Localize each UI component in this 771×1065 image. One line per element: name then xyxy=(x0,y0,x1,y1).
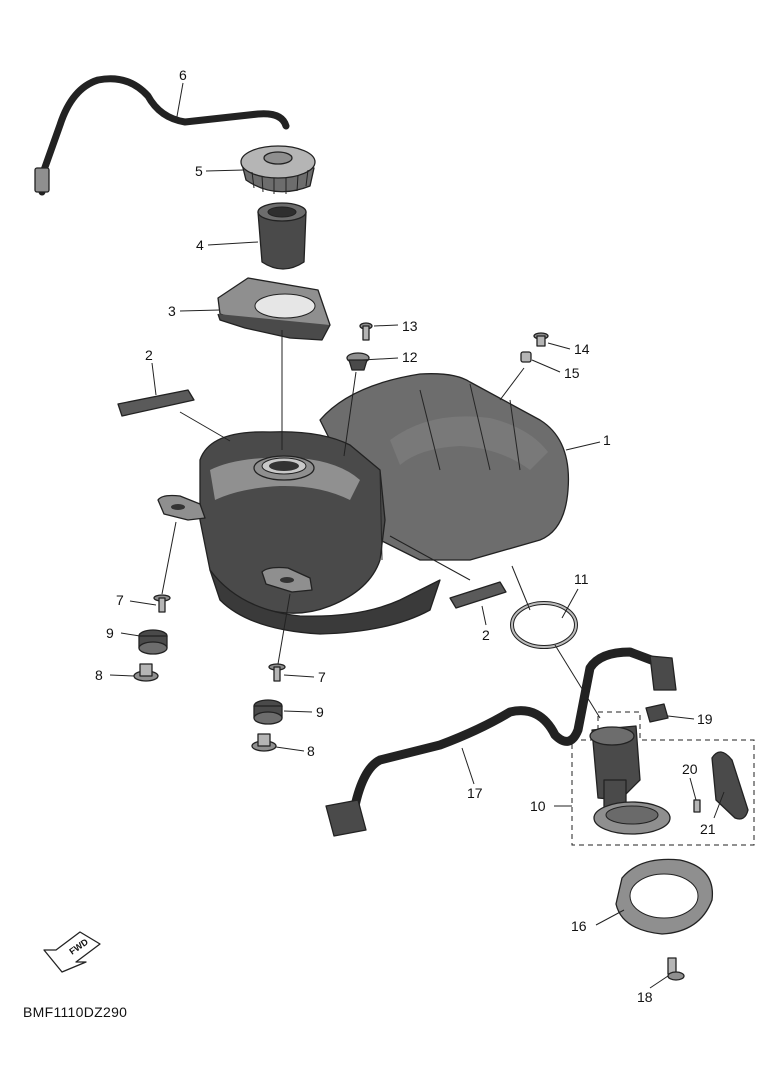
callout-17: 13 xyxy=(402,318,418,334)
part-15-connector xyxy=(645,703,669,723)
part-17-bolt xyxy=(359,322,373,341)
callout-15: 19 xyxy=(697,711,713,727)
part-4-filler-neck xyxy=(257,202,307,270)
callout-11: 11 xyxy=(574,571,589,587)
callout-4: 4 xyxy=(196,237,204,253)
callout-9-right: 9 xyxy=(316,704,324,720)
part-6-breather-hose xyxy=(34,75,290,196)
part-1-fuel-tank xyxy=(157,373,570,635)
callout-16: 12 xyxy=(402,349,418,365)
part-2-damper-lower xyxy=(449,581,507,609)
part-7-bolt-right xyxy=(268,663,286,682)
part-2-damper-upper xyxy=(117,389,195,417)
part-13-bolt xyxy=(667,957,685,981)
callout-14: 17 xyxy=(467,785,483,801)
part-20-pin xyxy=(693,799,701,813)
part-7-bolt-left xyxy=(153,594,171,613)
callout-19: 15 xyxy=(564,365,580,381)
callout-12: 16 xyxy=(571,918,587,934)
part-16-grommet xyxy=(346,352,370,371)
callout-8-left: 8 xyxy=(95,667,103,683)
callout-8-right: 8 xyxy=(307,743,315,759)
callout-labels: 6 5 4 3 2 13 12 14 15 1 7 9 8 2 11 7 9 8… xyxy=(95,67,716,1005)
part-11-o-ring xyxy=(510,601,578,649)
part-9-damper-left xyxy=(138,629,168,655)
callout-6: 6 xyxy=(179,67,187,83)
part-19-collar xyxy=(520,351,532,363)
part-18-screw xyxy=(533,332,549,347)
callout-10: 10 xyxy=(530,798,546,814)
callout-2-upper: 2 xyxy=(145,347,153,363)
part-21-cover xyxy=(711,751,749,820)
callout-1: 1 xyxy=(603,432,611,448)
part-8-collar-left xyxy=(133,663,159,682)
fwd-arrow-icon: FWD xyxy=(43,931,101,973)
callout-18: 14 xyxy=(574,341,590,357)
callout-5: 5 xyxy=(195,163,203,179)
part-14-fuel-hose xyxy=(325,647,677,837)
part-8-collar-right xyxy=(251,733,277,752)
part-12-retaining-plate xyxy=(615,858,714,935)
callout-2-lower: 2 xyxy=(482,627,490,643)
callout-7-left: 7 xyxy=(116,592,124,608)
callout-21: 21 xyxy=(700,821,716,837)
part-9-damper-right xyxy=(253,699,283,725)
diagram-code: BMF1110DZ290 xyxy=(23,1004,127,1020)
callout-7-right: 7 xyxy=(318,669,326,685)
part-10-fuel-pump-assembly xyxy=(571,711,755,846)
callout-20: 20 xyxy=(682,761,698,777)
callout-3: 3 xyxy=(168,303,176,319)
part-3-filler-bracket xyxy=(217,277,331,341)
part-5-filler-cap xyxy=(240,145,316,194)
leader-lines xyxy=(109,82,725,989)
callout-9-left: 9 xyxy=(106,625,114,641)
callout-13: 18 xyxy=(637,989,653,1005)
